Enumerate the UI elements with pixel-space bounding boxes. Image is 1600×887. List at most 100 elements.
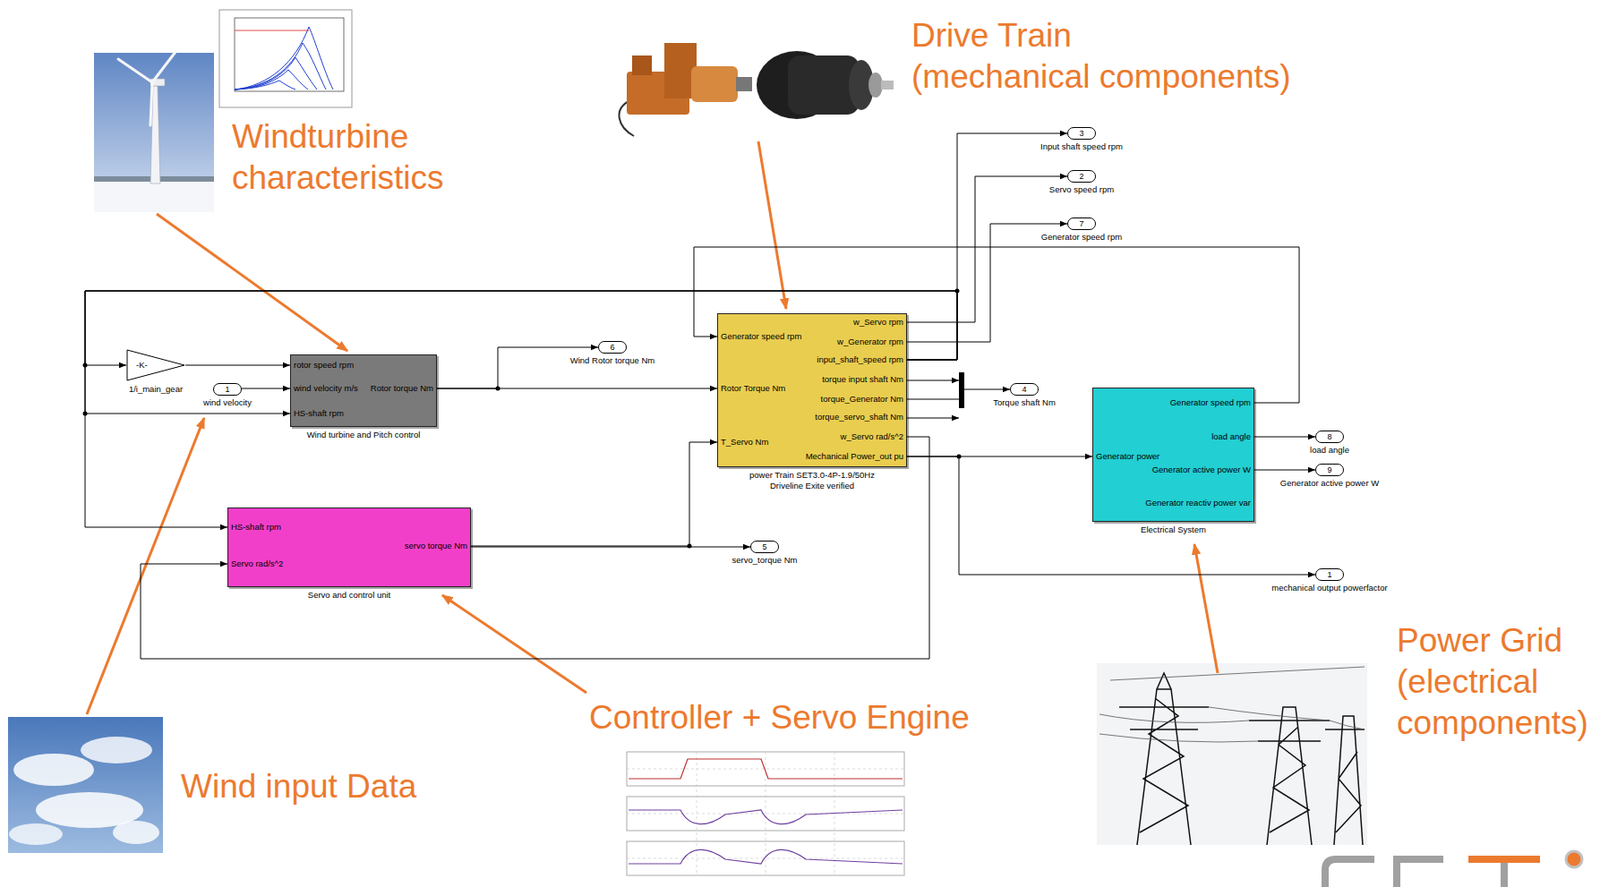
pylon (1249, 707, 1330, 846)
port-name: Wind Rotor torque Nm (570, 355, 656, 367)
port-label: Generator speed rpm (720, 331, 802, 343)
port-number: 4 (1010, 384, 1038, 395)
signal-line (899, 418, 959, 420)
port-label: torque_servo_shaft Nm (814, 411, 904, 423)
sky (94, 52, 214, 213)
outport: 3Input shaft speed rpm (1067, 127, 1096, 140)
signal-line (1254, 470, 1316, 471)
port-label: Mechanical Power_out pu (805, 451, 904, 463)
leader-line (442, 595, 587, 694)
grid-ground (1096, 663, 1368, 846)
port-name: Torque shaft Nm (992, 397, 1056, 409)
port-number: 3 (1068, 128, 1096, 139)
signal-line (470, 442, 718, 547)
plot-curve (628, 759, 903, 779)
callout-label: Wind input Data (180, 766, 417, 808)
outport: 8load angle (1315, 430, 1344, 444)
logo-letter (1396, 859, 1444, 887)
logo-dot (1565, 851, 1583, 868)
signal-line (241, 388, 291, 390)
pylon (1119, 673, 1209, 846)
port-label: Generator power (1095, 451, 1160, 463)
signal-line (1254, 436, 1316, 438)
chart-curves (234, 26, 334, 90)
port-label: torque input shaft Nm (821, 374, 904, 386)
port-label: wind velocity m/s (293, 383, 359, 394)
clouds-photo (8, 717, 163, 854)
port-number: 1 (213, 384, 241, 395)
leader-line (758, 141, 787, 309)
wind-turbine-photo (94, 51, 214, 213)
signal-line (185, 365, 291, 367)
cloud (112, 821, 160, 845)
block-name: Electrical System (1140, 524, 1207, 536)
outport: 2Servo speed rpm (1067, 170, 1096, 183)
port-label: rotor speed rpm (293, 359, 354, 371)
leader-line (156, 213, 348, 351)
callout-label: Windturbine characteristics (231, 116, 467, 199)
logo (1325, 851, 1583, 887)
snow (94, 180, 214, 213)
port-name: Generator speed rpm (1041, 231, 1122, 243)
subsystem-block: Generator speed rpm load angleGenerator p… (1092, 387, 1255, 522)
drive-train-picture (619, 42, 894, 137)
port-label: HS-shaft rpm (231, 521, 282, 533)
gain-triangle (126, 349, 186, 382)
chart-marker (234, 30, 309, 32)
cloud (13, 753, 95, 787)
callout-label: (mechanical components) (911, 56, 1292, 98)
port-name: Servo speed rpm (1049, 184, 1114, 196)
plot-grid (626, 752, 905, 876)
outport: 4Torque shaft Nm (1009, 383, 1039, 396)
block-name: power Train SET3.0-4P-1.9/50Hz Driveline… (732, 470, 892, 492)
subsystem-block: rotor speed rpm wind velocity m/sHS-shaft… (290, 354, 437, 428)
port-number: 2 (1068, 171, 1096, 182)
leader-lines (86, 141, 1218, 715)
power-curve-chart (219, 9, 352, 108)
blades (118, 51, 176, 126)
controller-plots (626, 752, 905, 876)
shaft (735, 77, 753, 92)
port-label: w_Servo rpm (853, 316, 904, 328)
port-label: torque_Generator Nm (821, 393, 904, 405)
port-number: 8 (1316, 431, 1344, 443)
terminal-box (632, 55, 652, 76)
port-label: Generator reactiv power var (1145, 497, 1251, 509)
port-label: Generator speed rpm (1170, 397, 1251, 409)
port-name: load angle (1309, 444, 1350, 456)
leader-line (86, 418, 205, 715)
signal-line (436, 347, 599, 389)
outport: 1mechanical output powerfactor (1315, 568, 1344, 582)
callout-label: Drive Train (911, 15, 1072, 57)
signal-line (140, 436, 930, 659)
port-label: load angle (1211, 431, 1251, 443)
chart-axes (234, 17, 344, 92)
signal-line (436, 388, 718, 390)
subsystem-block: Generator speed rpmRotor Torque Nm T_Serv… (717, 313, 907, 468)
inport: 1wind velocity (213, 383, 242, 396)
port-label: Rotor torque Nm (370, 383, 434, 394)
port-name: wind velocity (203, 397, 252, 409)
signal-line (85, 290, 958, 528)
cloud (80, 736, 153, 764)
output-disc (868, 72, 883, 98)
port-label: T_Servo Nm (720, 436, 769, 448)
port-label: Servo rad/s^2 (231, 558, 283, 570)
pylon (1325, 716, 1365, 846)
signal-line (470, 547, 751, 548)
port-number: 1 (1316, 569, 1344, 581)
port-label: Rotor Torque Nm (720, 383, 786, 394)
output-shaft (881, 80, 894, 90)
callout-label: Power Grid (1396, 620, 1563, 662)
port-label: HS-shaft rpm (293, 408, 344, 420)
power-grid-photo (1096, 663, 1368, 846)
port-name: mechanical output powerfactor (1271, 582, 1387, 594)
gain-block: -K-1/i_main_gear (126, 349, 186, 382)
logo-letter (1325, 859, 1375, 887)
block-name: Servo and control unit (308, 590, 391, 601)
coupling (691, 66, 738, 103)
port-number: 5 (751, 541, 779, 553)
gain-value: -K- (136, 359, 148, 371)
power-lines (1099, 667, 1365, 743)
